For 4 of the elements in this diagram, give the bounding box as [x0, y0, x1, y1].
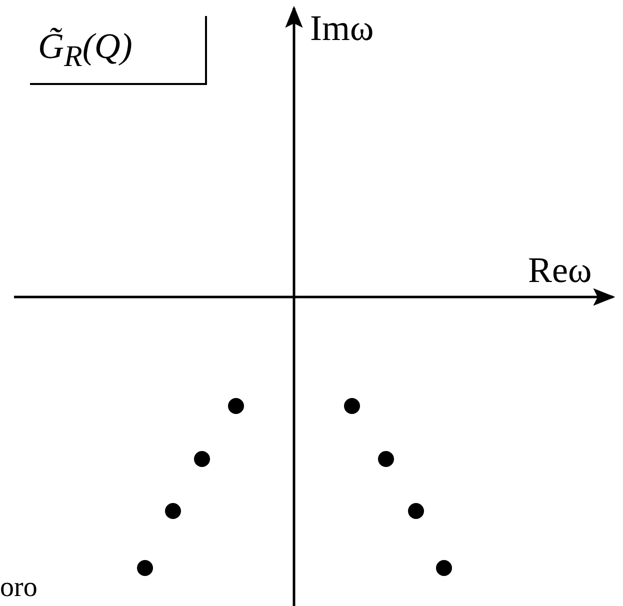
axis-label: Imω	[310, 10, 374, 46]
function-label: G̃$_{R}$(Q)	[38, 28, 132, 72]
axis-label: Reω	[528, 252, 592, 288]
text-fragment: oro	[0, 574, 38, 602]
